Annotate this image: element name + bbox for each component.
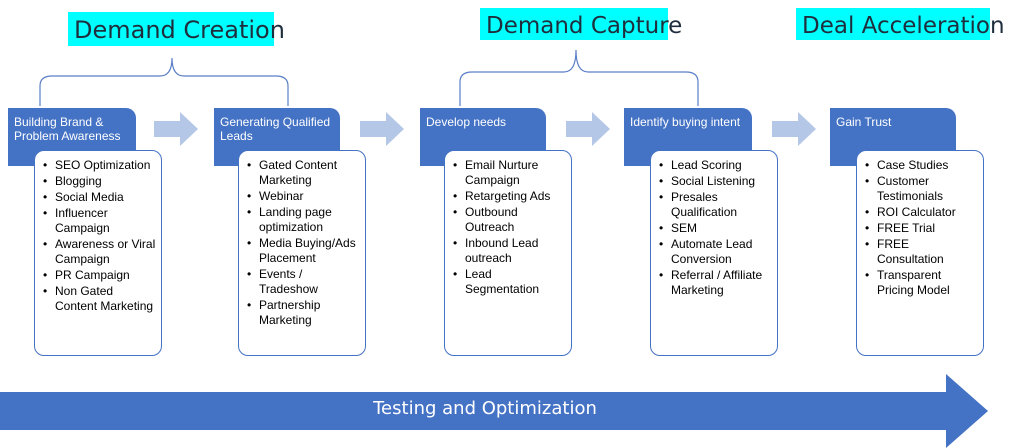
list-item: Transparent Pricing Model xyxy=(865,268,979,298)
list-item: ROI Calculator xyxy=(865,205,979,220)
list-item: Awareness or Viral Campaign xyxy=(43,237,157,267)
bracket-demand-capture xyxy=(459,49,699,106)
list-item: Blogging xyxy=(43,174,157,189)
list-item: Retargeting Ads xyxy=(453,189,567,204)
list-item: Email Nurture Campaign xyxy=(453,158,567,188)
list-item: Partnership Marketing xyxy=(247,298,361,328)
list-item: Presales Qualification xyxy=(659,190,773,220)
flow-arrow-4 xyxy=(772,112,816,146)
list-item: Non Gated Content Marketing xyxy=(43,284,157,314)
step-list-buying-intent: Lead Scoring Social Listening Presales Q… xyxy=(650,150,778,356)
list-item: Events / Tradeshow xyxy=(247,267,361,297)
list-item: Social Media xyxy=(43,190,157,205)
list-item: Case Studies xyxy=(865,158,979,173)
list-item: FREE Consultation xyxy=(865,237,979,267)
list-item: Influencer Campaign xyxy=(43,206,157,236)
list-item: SEO Optimization xyxy=(43,158,157,173)
flow-arrow-1 xyxy=(154,112,198,146)
list-item: Referral / Affiliate Marketing xyxy=(659,268,773,298)
step-header-qualified-leads: Generating Qualified Leads xyxy=(214,108,340,166)
list-item: Automate Lead Conversion xyxy=(659,237,773,267)
list-item: Lead Segmentation xyxy=(453,267,567,297)
flow-arrow-3 xyxy=(566,112,610,146)
list-item: Landing page optimization xyxy=(247,205,361,235)
phase-title-demand-creation: Demand Creation xyxy=(68,12,285,46)
list-item: Webinar xyxy=(247,189,361,204)
list-item: Lead Scoring xyxy=(659,158,773,173)
testing-optimization-label: Testing and Optimization xyxy=(373,398,597,419)
list-item: Social Listening xyxy=(659,174,773,189)
phase-title-deal-acceleration: Deal Acceleration xyxy=(796,8,1005,40)
phase-title-demand-capture: Demand Capture xyxy=(480,8,682,40)
list-item: SEM xyxy=(659,221,773,236)
bracket-demand-creation xyxy=(39,57,289,106)
testing-optimization-arrow xyxy=(0,374,988,448)
step-list-develop-needs: Email Nurture Campaign Retargeting Ads O… xyxy=(444,150,572,356)
step-list-gain-trust: Case Studies Customer Testimonials ROI C… xyxy=(856,150,984,356)
list-item: Customer Testimonials xyxy=(865,174,979,204)
step-list-qualified-leads: Gated Content Marketing Webinar Landing … xyxy=(238,150,366,356)
list-item: FREE Trial xyxy=(865,221,979,236)
list-item: PR Campaign xyxy=(43,268,157,283)
flow-arrow-2 xyxy=(360,112,404,146)
list-item: Outbound Outreach xyxy=(453,205,567,235)
list-item: Media Buying/Ads Placement xyxy=(247,236,361,266)
step-list-brand-awareness: SEO Optimization Blogging Social Media I… xyxy=(34,150,162,356)
list-item: Gated Content Marketing xyxy=(247,158,361,188)
list-item: Inbound Lead outreach xyxy=(453,236,567,266)
